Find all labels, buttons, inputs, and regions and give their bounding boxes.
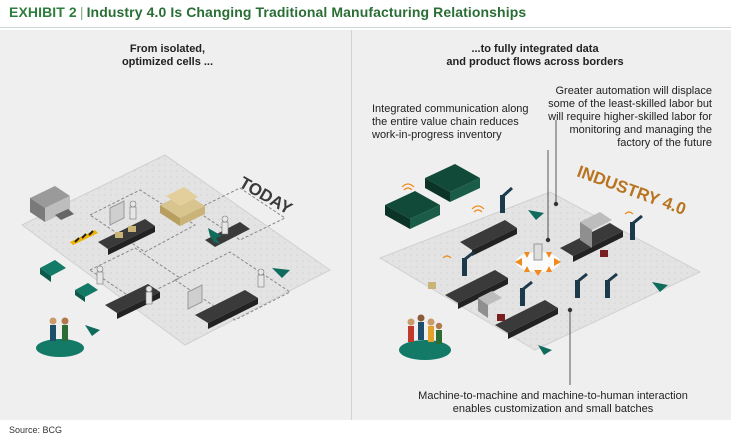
exhibit-title: EXHIBIT 2|Industry 4.0 Is Changing Tradi… — [9, 4, 526, 20]
delivery-truck-icon — [425, 164, 480, 202]
left-heading-line2: optimized cells ... — [121, 56, 214, 68]
product-box-icon — [428, 250, 608, 321]
right-heading-line1: ...to fully integrated data — [471, 43, 599, 55]
hazard-stripe-icon — [70, 230, 98, 245]
flow-arrow-icon — [528, 210, 668, 355]
callout-lines — [545, 120, 573, 385]
integrated-communication-note: Integrated communication along the entir… — [372, 103, 529, 141]
conveyor-belt-icon — [445, 270, 508, 309]
conveyor-belt-icon — [195, 290, 258, 329]
customer-group-icon — [36, 317, 84, 357]
customer-group-icon — [399, 314, 451, 360]
industry40-label: INDUSTRY 4.0 — [575, 162, 689, 219]
source-note: Source: BCG — [9, 425, 63, 435]
automation-note: Greater automation will displace some of… — [548, 85, 712, 149]
machine-booth-icon — [109, 200, 203, 310]
title-separator: | — [79, 4, 84, 20]
exhibit-heading: Industry 4.0 Is Changing Traditional Man… — [86, 4, 527, 20]
machine-booth-icon — [478, 212, 612, 318]
title-rule — [0, 27, 731, 28]
exhibit-number: EXHIBIT 2 — [9, 4, 77, 20]
right-panel-heading: ...to fully integrated data and product … — [405, 43, 665, 69]
left-panel-heading: From isolated, optimized cells ... — [60, 43, 275, 69]
conveyor-belt-icon — [460, 220, 517, 256]
flow-arrow-icon — [85, 228, 290, 336]
worker-icon — [96, 200, 265, 305]
robot-arm-icon — [462, 186, 643, 306]
box-stack-icon — [160, 187, 205, 226]
conveyor-belt-icon — [495, 300, 558, 339]
panel-divider — [351, 30, 352, 420]
pallet-icon — [40, 260, 98, 302]
delivery-truck-icon — [30, 186, 74, 222]
right-heading-line2: and product flows across borders — [446, 56, 624, 68]
conveyor-belt-icon — [98, 219, 155, 255]
today-factory-floor — [21, 154, 331, 346]
left-heading-line1: From isolated, — [129, 43, 206, 55]
data-hub-icon — [515, 243, 561, 276]
wireless-signal-icon — [401, 183, 634, 259]
delivery-truck-icon — [385, 191, 440, 229]
m2m-interaction-note: Machine-to-machine and machine-to-human … — [418, 390, 688, 415]
